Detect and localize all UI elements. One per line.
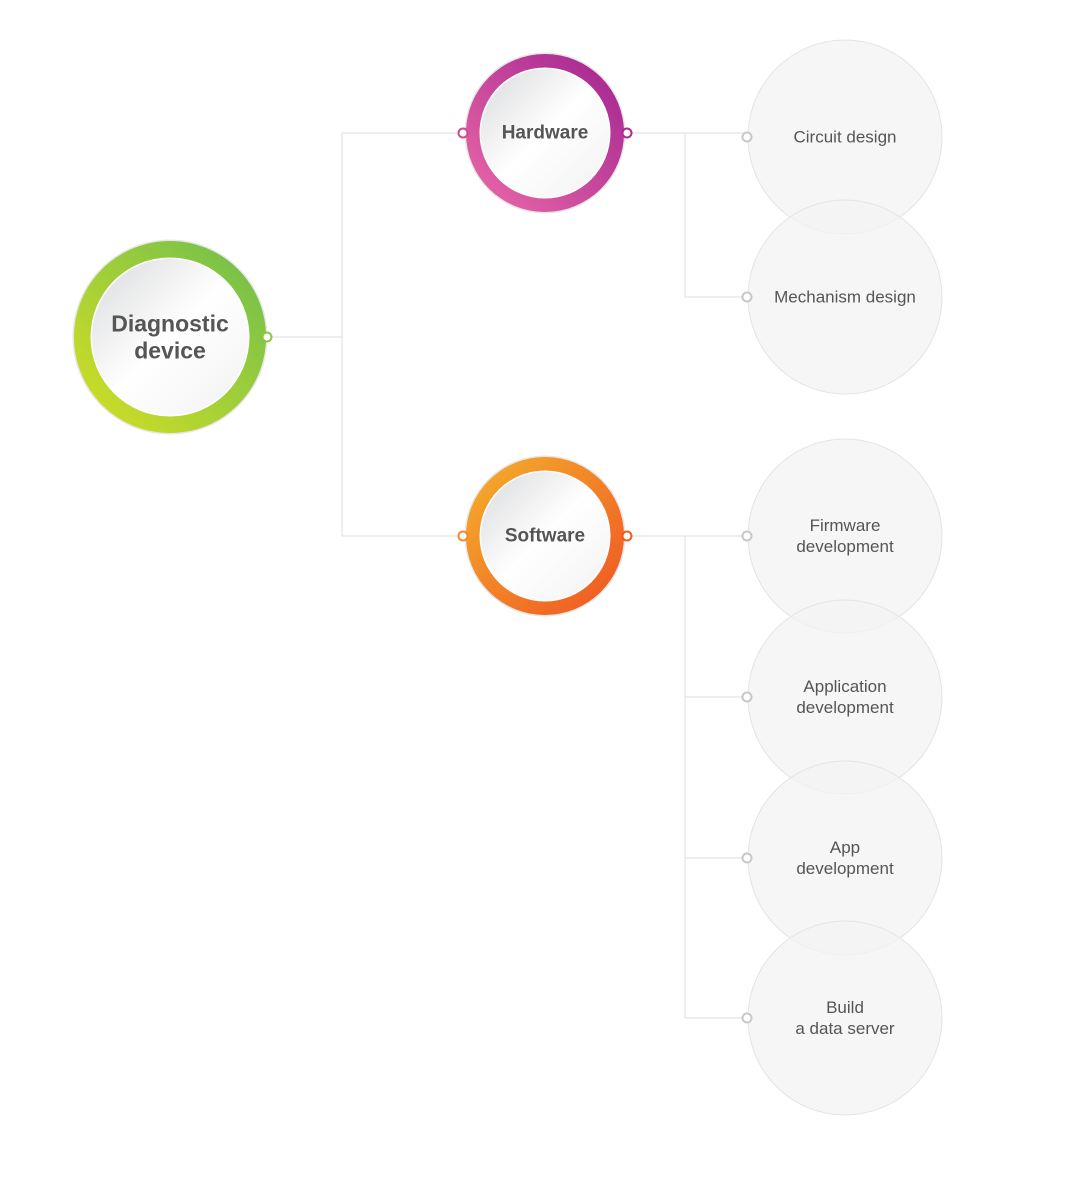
branch-node-software-label: Software (505, 526, 585, 547)
leaf-node-firmware-development: Firmware development (747, 438, 943, 634)
branch-node-hardware-label: Hardware (502, 123, 589, 144)
leaf-label-mechanism-design: Mechanism design (774, 288, 916, 307)
leaf-label-application-development-line: Application (803, 677, 886, 696)
leaf-label-application-development-line: development (796, 698, 894, 717)
branch-node-software: Software (464, 455, 626, 617)
root-output-dot (261, 331, 273, 343)
leaf-label-build-data-server-line: a data server (795, 1019, 895, 1038)
leaf-label-firmware-development-line: development (796, 537, 894, 556)
leaf-circle (747, 920, 943, 1116)
hardware-output-dot (621, 127, 633, 139)
firmware-development-input-dot (741, 530, 753, 542)
leaf-label-mechanism-design-line: Mechanism design (774, 288, 916, 307)
build-data-server-input-dot (741, 1012, 753, 1024)
branch-node-hardware: Hardware (464, 52, 626, 214)
branch-node-software-label-line: Software (505, 526, 585, 547)
leaf-label-firmware-development: Firmware development (796, 516, 894, 556)
circuit-design-input-dot (741, 131, 753, 143)
leaf-label-build-data-server-line: Build (826, 998, 864, 1017)
connector-lines (267, 132, 747, 1019)
branch-node-hardware-inner (481, 69, 609, 197)
connector-dots (261, 127, 753, 1024)
leaf-label-application-development: Application development (796, 677, 894, 717)
mechanism-design-input-dot (741, 291, 753, 303)
root-node-diagnostic-device-inner (92, 259, 248, 415)
hardware-input-dot (457, 127, 469, 139)
root-node-diagnostic-device-label-line: device (134, 338, 206, 364)
leaf-label-app-development: App development (796, 838, 894, 878)
leaf-label-build-data-server: Build a data server (795, 998, 895, 1038)
leaf-label-firmware-development-line: Firmware (810, 516, 881, 535)
software-input-dot (457, 530, 469, 542)
leaf-node-mechanism-design: Mechanism design (747, 199, 943, 395)
leaf-label-app-development-line: App (830, 838, 860, 857)
leaf-node-build-data-server: Build a data server (747, 920, 943, 1116)
application-development-input-dot (741, 691, 753, 703)
leaf-label-app-development-line: development (796, 859, 894, 878)
leaf-label-circuit-design: Circuit design (794, 128, 897, 147)
root-node-diagnostic-device-label-line: Diagnostic (111, 311, 229, 337)
branch-node-software-inner (481, 472, 609, 600)
software-output-dot (621, 530, 633, 542)
branch-node-hardware-label-line: Hardware (502, 123, 589, 144)
leaf-label-circuit-design-line: Circuit design (794, 128, 897, 147)
app-development-input-dot (741, 852, 753, 864)
leaf-node-app-development: App development (747, 760, 943, 956)
